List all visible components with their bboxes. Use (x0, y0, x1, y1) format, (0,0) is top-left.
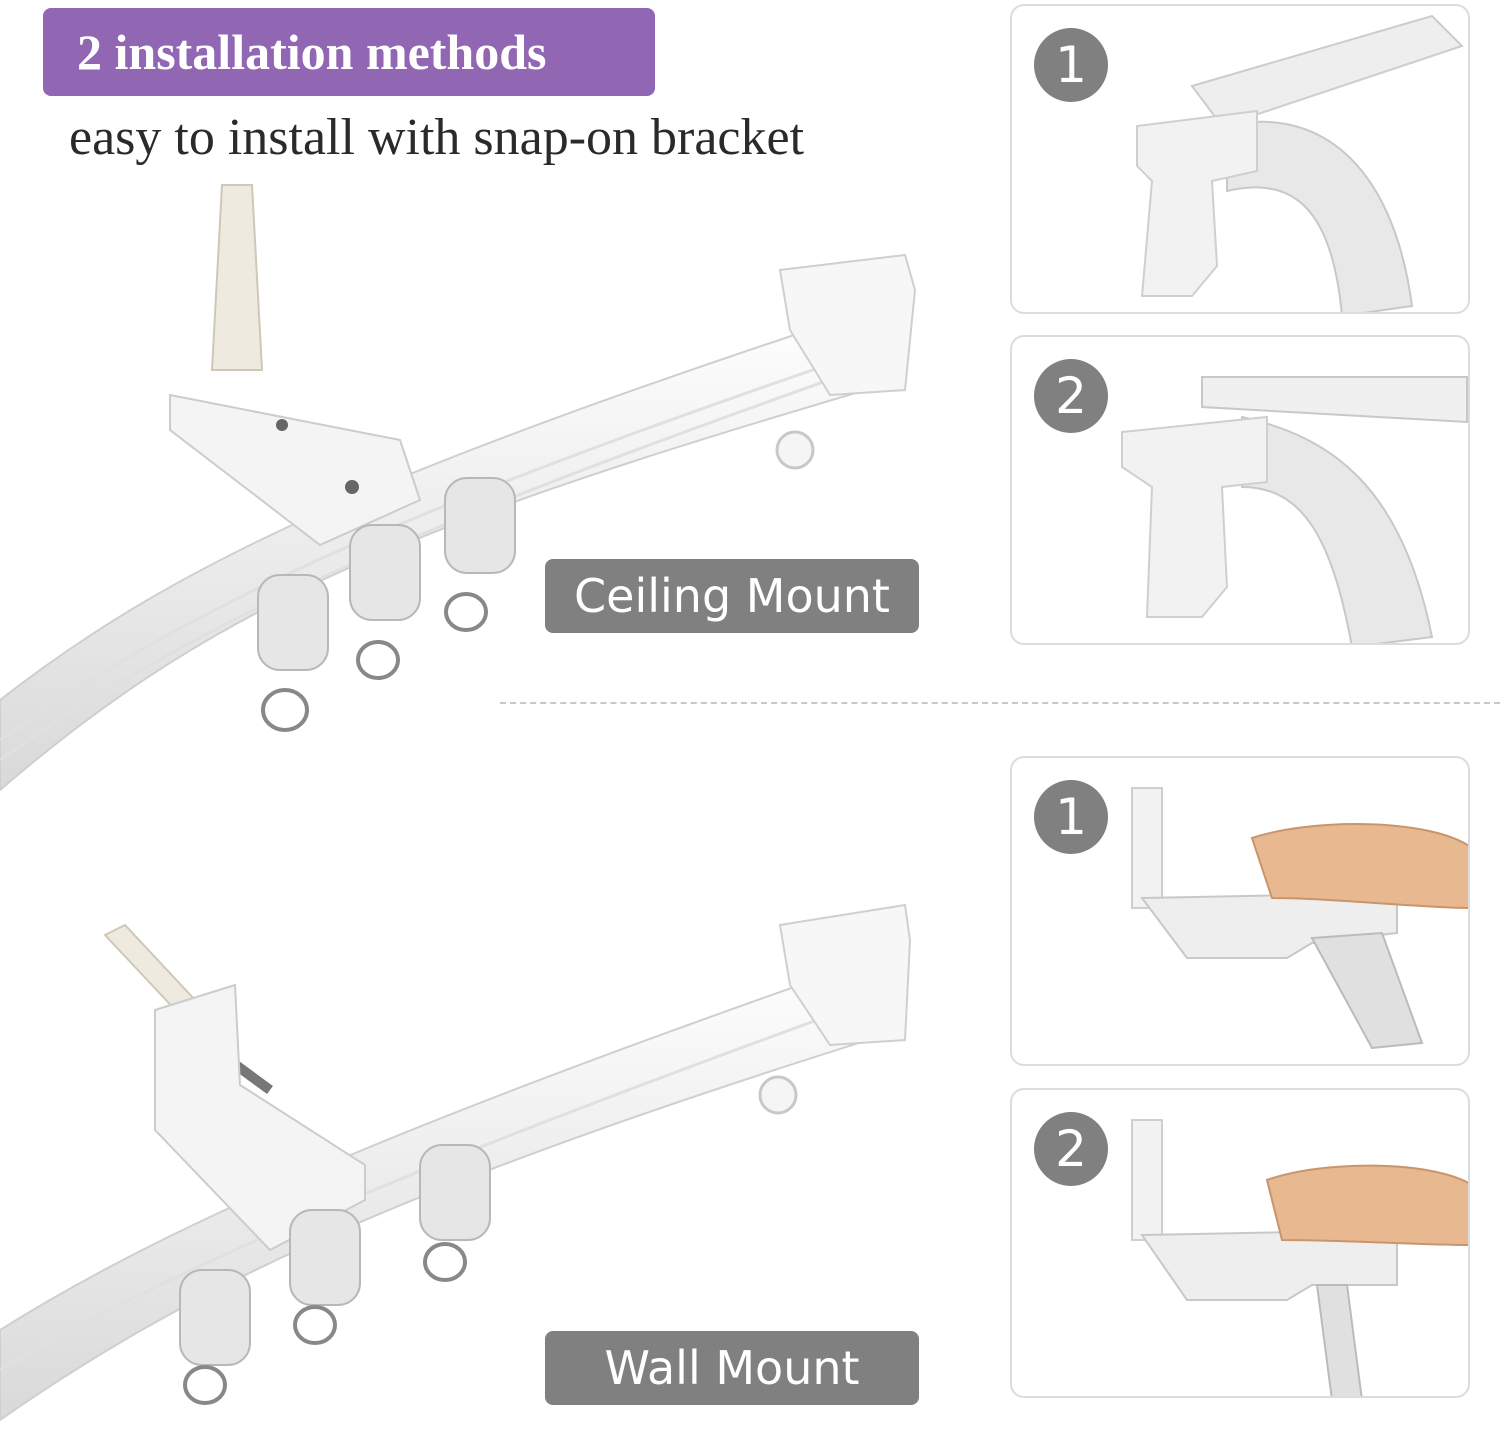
wall-step-2-panel: 2 (1010, 1088, 1470, 1398)
ceiling-step-2-panel: 2 (1010, 335, 1470, 645)
ceiling-step-2-photo (1121, 376, 1468, 643)
step-number-badge: 2 (1034, 1112, 1108, 1186)
title-badge: 2 installation methods (43, 8, 655, 96)
step-number-badge: 1 (1034, 28, 1108, 102)
ceiling-step-1-panel: 1 (1010, 4, 1470, 314)
title-text: 2 installation methods (77, 24, 547, 80)
wall-step-2-photo (1131, 1119, 1468, 1396)
wall-mount-label: Wall Mount (545, 1331, 919, 1405)
wall-step-1-photo (1131, 787, 1468, 1050)
ceiling-mount-illustration (0, 184, 917, 792)
section-divider (500, 702, 1500, 704)
ceiling-mount-label: Ceiling Mount (545, 559, 919, 633)
step-number-badge: 2 (1034, 359, 1108, 433)
wall-step-1-panel: 1 (1010, 756, 1470, 1066)
wall-mount-illustration (0, 903, 912, 1422)
ceiling-step-1-photo (1136, 14, 1464, 312)
subtitle: easy to install with snap-on bracket (69, 109, 805, 166)
step-number-badge: 1 (1034, 780, 1108, 854)
